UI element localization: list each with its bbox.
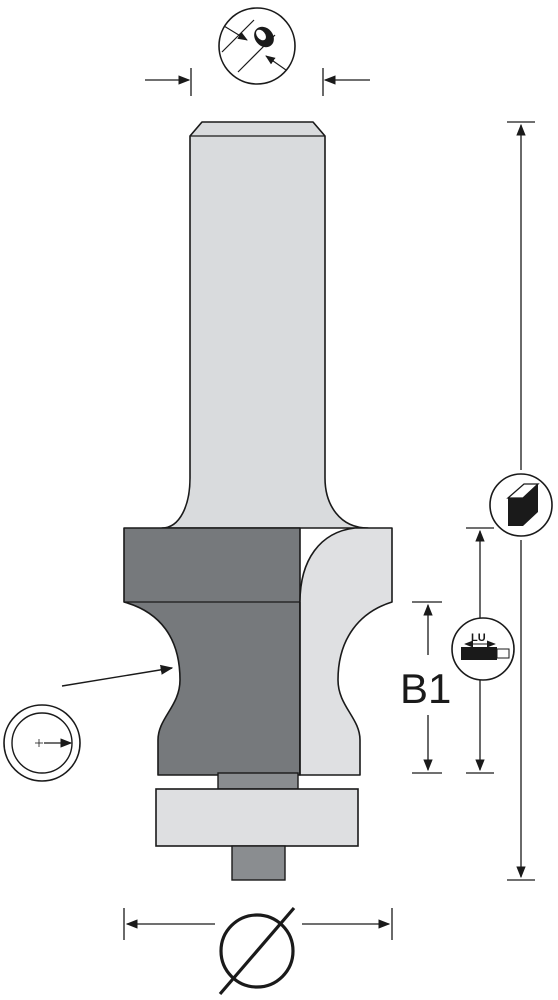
cutting-length-lu-icon: LU bbox=[451, 617, 515, 681]
radius-icon bbox=[3, 704, 81, 782]
total-length-icon bbox=[489, 473, 553, 537]
shank-diameter-dimension bbox=[145, 68, 370, 96]
shank bbox=[161, 121, 369, 529]
lu-label: LU bbox=[471, 632, 486, 644]
guide-bearing bbox=[155, 788, 359, 847]
b1-label: B1 bbox=[400, 665, 451, 712]
radius-leader-arrow bbox=[61, 664, 174, 687]
diameter-symbol-icon bbox=[218, 906, 296, 996]
cutting-diameter-dimension bbox=[123, 908, 393, 940]
cutter-body bbox=[123, 527, 301, 776]
bearing-collar bbox=[217, 772, 299, 790]
shank-diameter-icon bbox=[218, 7, 296, 85]
total-length-dimension bbox=[507, 121, 535, 881]
cutter-blade bbox=[299, 527, 393, 776]
b1-dimension bbox=[412, 601, 442, 774]
cutting-length-dimension bbox=[466, 527, 494, 774]
bearing-screw bbox=[231, 845, 286, 881]
